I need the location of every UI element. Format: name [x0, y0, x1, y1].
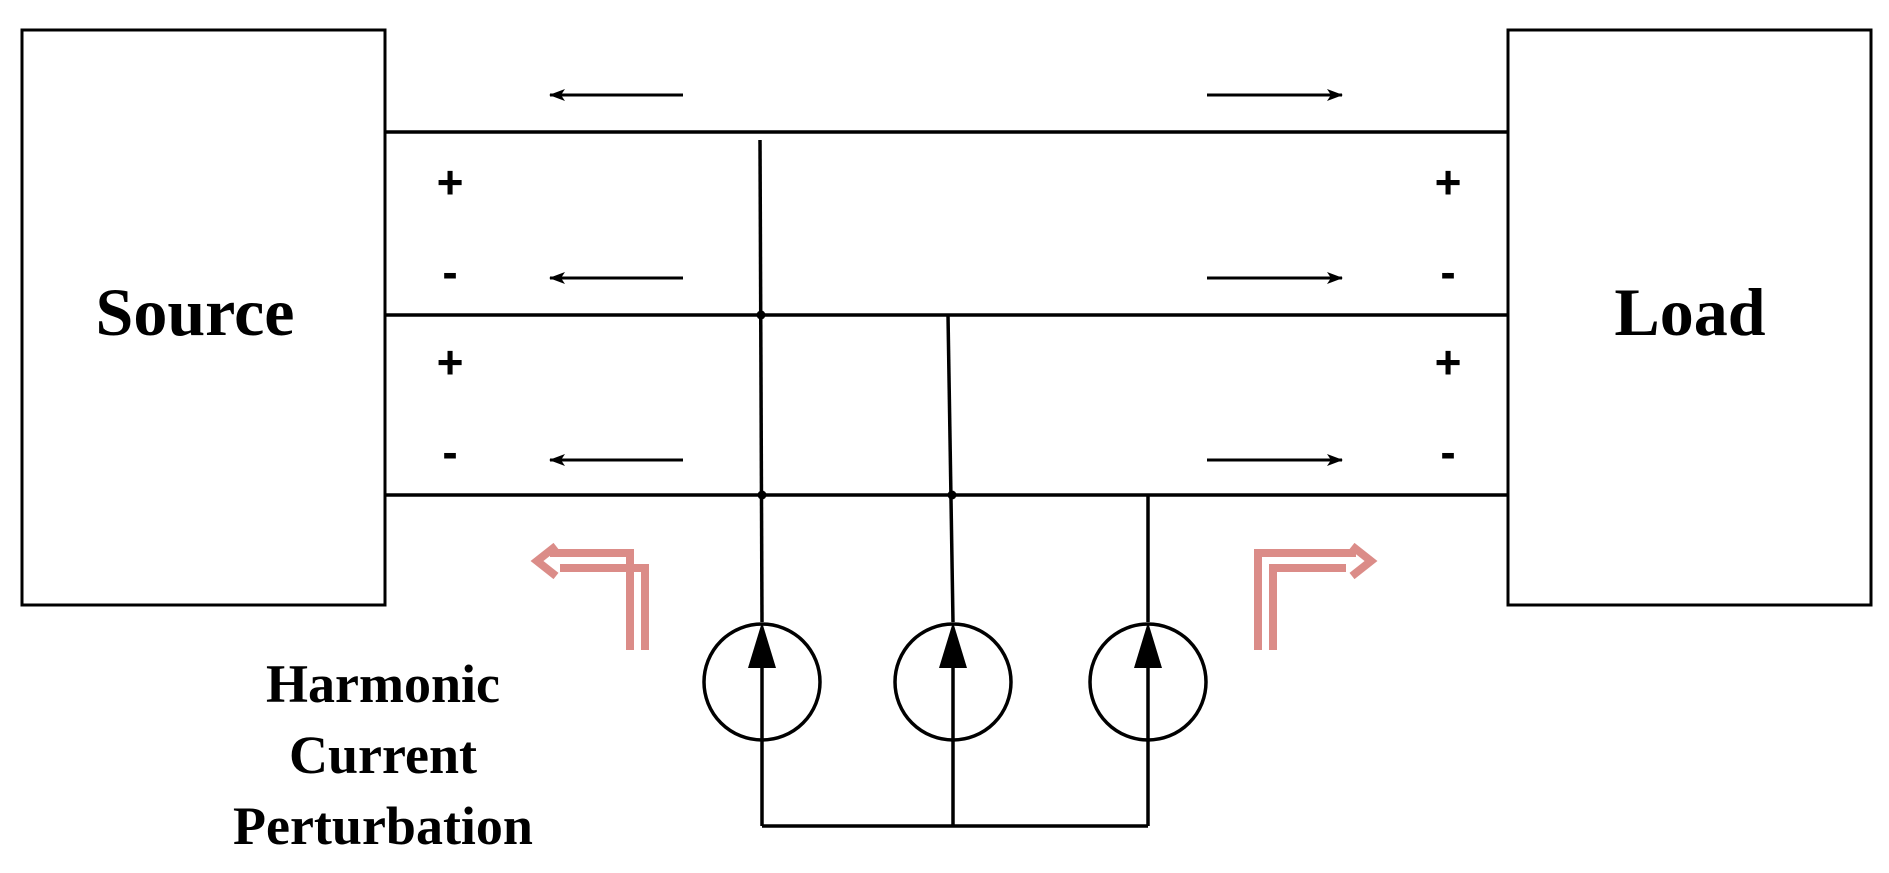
junction-dot [947, 490, 957, 500]
current-source-3 [1088, 622, 1208, 742]
up-arrow-icon [748, 622, 776, 668]
polarity-sign: + [1435, 156, 1462, 208]
source-label: Source [96, 274, 295, 350]
polarity-sign: - [442, 246, 457, 298]
load-block: Load [1506, 28, 1873, 607]
up-arrow-icon [1134, 622, 1162, 668]
polarity-source-side: + - + - [437, 156, 464, 478]
junctions [756, 310, 957, 500]
polarity-sign: - [442, 426, 457, 478]
current-source-1 [702, 622, 822, 742]
current-arrows-right [1207, 89, 1343, 466]
perturbation-label: Harmonic Current Perturbation [233, 654, 533, 856]
junction-dot [756, 310, 766, 320]
polarity-load-side: + - + - [1435, 156, 1462, 478]
polarity-sign: - [1440, 426, 1455, 478]
conductors [385, 130, 1508, 497]
source-block: Source [20, 28, 387, 607]
bent-arrow-left-icon [530, 542, 649, 650]
perturbation-label-line: Current [289, 725, 477, 785]
feed-wire-2 [946, 314, 955, 623]
load-label: Load [1614, 274, 1765, 350]
polarity-sign: - [1440, 246, 1455, 298]
perturbation-label-line: Perturbation [233, 796, 533, 856]
bent-arrow-right-icon [1254, 542, 1378, 650]
up-arrow-icon [939, 622, 967, 668]
polarity-sign: + [1435, 336, 1462, 388]
current-source-wiring [758, 139, 1150, 828]
polarity-sign: + [437, 336, 464, 388]
feed-wire-1 [758, 139, 764, 623]
perturbation-label-line: Harmonic [266, 654, 500, 714]
polarity-sign: + [437, 156, 464, 208]
current-source-2 [893, 622, 1013, 742]
junction-dot [757, 490, 767, 500]
current-arrows-left [549, 89, 683, 466]
